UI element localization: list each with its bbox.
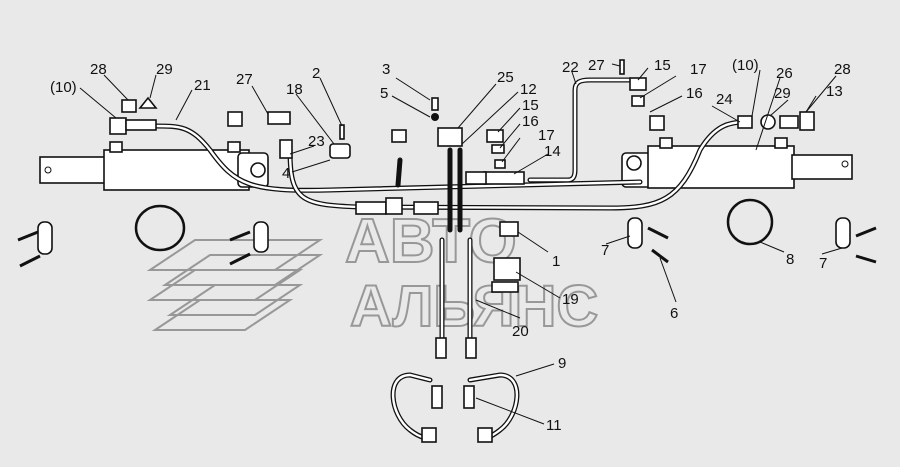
callout-8: 8 bbox=[786, 251, 794, 268]
callout-19: 19 bbox=[562, 291, 579, 308]
callout-3: 3 bbox=[382, 61, 390, 78]
callout-24: 24 bbox=[716, 91, 733, 108]
watermark-line1: АВТО bbox=[345, 207, 517, 276]
leader-lines bbox=[79, 63, 843, 425]
callout-15-right: 15 bbox=[654, 57, 671, 74]
fittings bbox=[109, 59, 815, 409]
callout-4: 4 bbox=[282, 165, 290, 182]
callout-12: 12 bbox=[520, 81, 537, 98]
callout-13: 13 bbox=[826, 83, 843, 100]
watermark-line2: АЛЬЯНС bbox=[350, 274, 598, 339]
hoses bbox=[147, 77, 748, 353]
callout-17-mid: 17 bbox=[538, 127, 555, 144]
callout-22: 22 bbox=[562, 59, 579, 76]
callout-20: 20 bbox=[512, 323, 529, 340]
callout-14: 14 bbox=[544, 143, 561, 160]
loop-hoses bbox=[390, 372, 520, 443]
callout-10-right: (10) bbox=[732, 57, 759, 74]
pins-and-clamps bbox=[17, 198, 877, 268]
callout-7-left: 7 bbox=[601, 242, 609, 259]
callout-21: 21 bbox=[194, 77, 211, 94]
callout-25: 25 bbox=[497, 69, 514, 86]
callout-1: 1 bbox=[552, 253, 560, 270]
callout-9: 9 bbox=[558, 355, 566, 372]
callout-27-right: 27 bbox=[588, 57, 605, 74]
callout-27-left: 27 bbox=[236, 71, 253, 88]
callout-11: 11 bbox=[546, 417, 562, 434]
callout-16-mid: 16 bbox=[522, 113, 539, 130]
callout-29-left: 29 bbox=[156, 61, 173, 78]
callout-16-right: 16 bbox=[686, 85, 703, 102]
callout-6: 6 bbox=[670, 305, 678, 322]
callout-29-right: 29 bbox=[774, 85, 791, 102]
callout-23: 23 bbox=[308, 133, 325, 150]
callout-18: 18 bbox=[286, 81, 303, 98]
callout-17-right: 17 bbox=[690, 61, 707, 78]
callout-15-mid: 15 bbox=[522, 97, 539, 114]
watermark-logo: АВТО АЛЬЯНС bbox=[146, 206, 599, 340]
callout-26: 26 bbox=[776, 65, 793, 82]
callout-28-left: 28 bbox=[90, 61, 107, 78]
callout-2: 2 bbox=[312, 65, 320, 82]
callout-labels: (10) 28 29 21 27 2 18 23 4 3 5 25 12 15 … bbox=[50, 57, 851, 434]
left-cylinder bbox=[39, 141, 269, 191]
right-cylinder bbox=[621, 137, 853, 189]
callout-10-left: (10) bbox=[50, 79, 77, 96]
callout-7-right: 7 bbox=[819, 255, 827, 272]
callout-5: 5 bbox=[380, 85, 388, 102]
callout-28-right: 28 bbox=[834, 61, 851, 78]
